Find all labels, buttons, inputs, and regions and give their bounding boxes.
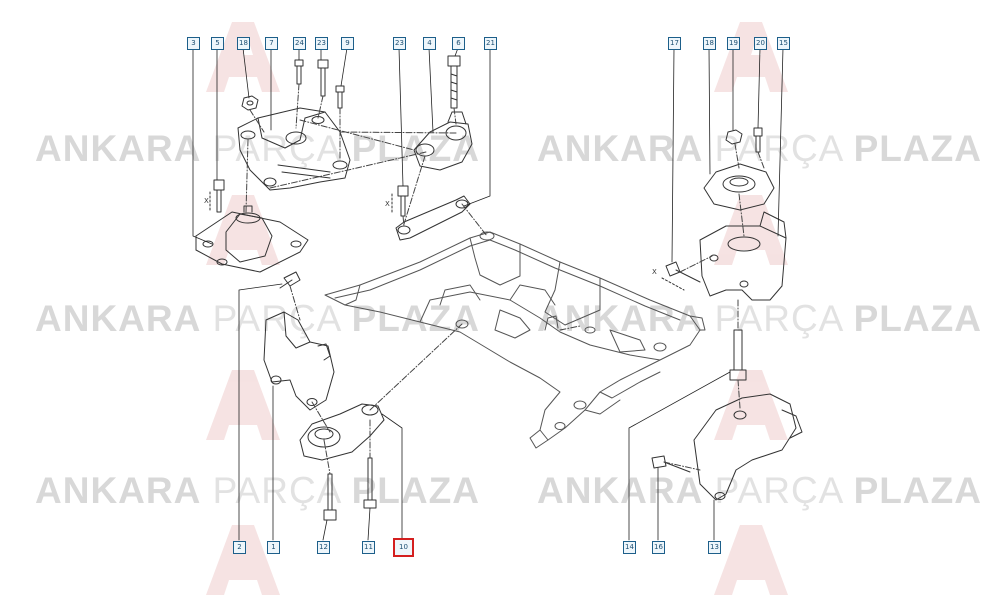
callout-17[interactable]: 17 xyxy=(668,37,681,50)
callout-11[interactable]: 11 xyxy=(362,541,375,554)
upper-mount-plate xyxy=(237,107,351,191)
callout-19[interactable]: 19 xyxy=(727,37,740,50)
engine-mount-3 xyxy=(195,205,309,273)
subframe xyxy=(324,231,706,449)
callout-7[interactable]: 7 xyxy=(265,37,278,50)
leader-lines xyxy=(192,47,784,541)
bracket-1 xyxy=(263,311,335,411)
dimension-mark: X xyxy=(652,268,657,276)
bolt-12 xyxy=(323,473,337,521)
callout-18-right[interactable]: 18 xyxy=(703,37,716,50)
bolt-6 xyxy=(447,55,461,109)
bolt-23-lower xyxy=(391,185,409,217)
callout-20[interactable]: 20 xyxy=(754,37,767,50)
callout-1[interactable]: 1 xyxy=(267,541,280,554)
callout-24[interactable]: 24 xyxy=(293,37,306,50)
bolt-23 xyxy=(317,59,329,97)
callout-6[interactable]: 6 xyxy=(452,37,465,50)
bolt-11 xyxy=(363,457,377,509)
callout-23[interactable]: 23 xyxy=(315,37,328,50)
bolt-16 xyxy=(651,455,691,473)
dimension-mark: X xyxy=(385,200,390,208)
torque-rod-4 xyxy=(413,111,473,171)
nut-19 xyxy=(725,129,743,145)
callout-5[interactable]: 5 xyxy=(211,37,224,50)
link-rod-21 xyxy=(395,195,471,241)
callout-18[interactable]: 18 xyxy=(237,37,250,50)
assembly-lines xyxy=(245,83,765,475)
bolt-2 xyxy=(279,271,301,289)
bolt-20 xyxy=(753,127,763,153)
bolt-24 xyxy=(294,59,304,85)
callout-15[interactable]: 15 xyxy=(777,37,790,50)
callout-4[interactable]: 4 xyxy=(423,37,436,50)
bracket-13 xyxy=(693,393,803,501)
dimension-mark: X xyxy=(204,197,209,205)
callout-14[interactable]: 14 xyxy=(623,541,636,554)
callout-16[interactable]: 16 xyxy=(652,541,665,554)
callout-3[interactable]: 3 xyxy=(187,37,200,50)
callout-9[interactable]: 9 xyxy=(341,37,354,50)
callout-23-lower[interactable]: 23 xyxy=(393,37,406,50)
bolt-9 xyxy=(335,85,345,109)
nut-18 xyxy=(241,95,259,111)
engine-mount-15 xyxy=(699,163,787,301)
bolt-5 xyxy=(209,179,225,213)
callout-2[interactable]: 2 xyxy=(233,541,246,554)
engine-mount-10 xyxy=(299,403,385,461)
callout-12[interactable]: 12 xyxy=(317,541,330,554)
callout-21[interactable]: 21 xyxy=(484,37,497,50)
callout-13[interactable]: 13 xyxy=(708,541,721,554)
callout-10-selected[interactable]: 10 xyxy=(393,538,414,557)
bolt-17 xyxy=(661,261,701,291)
stud-14 xyxy=(729,329,747,381)
